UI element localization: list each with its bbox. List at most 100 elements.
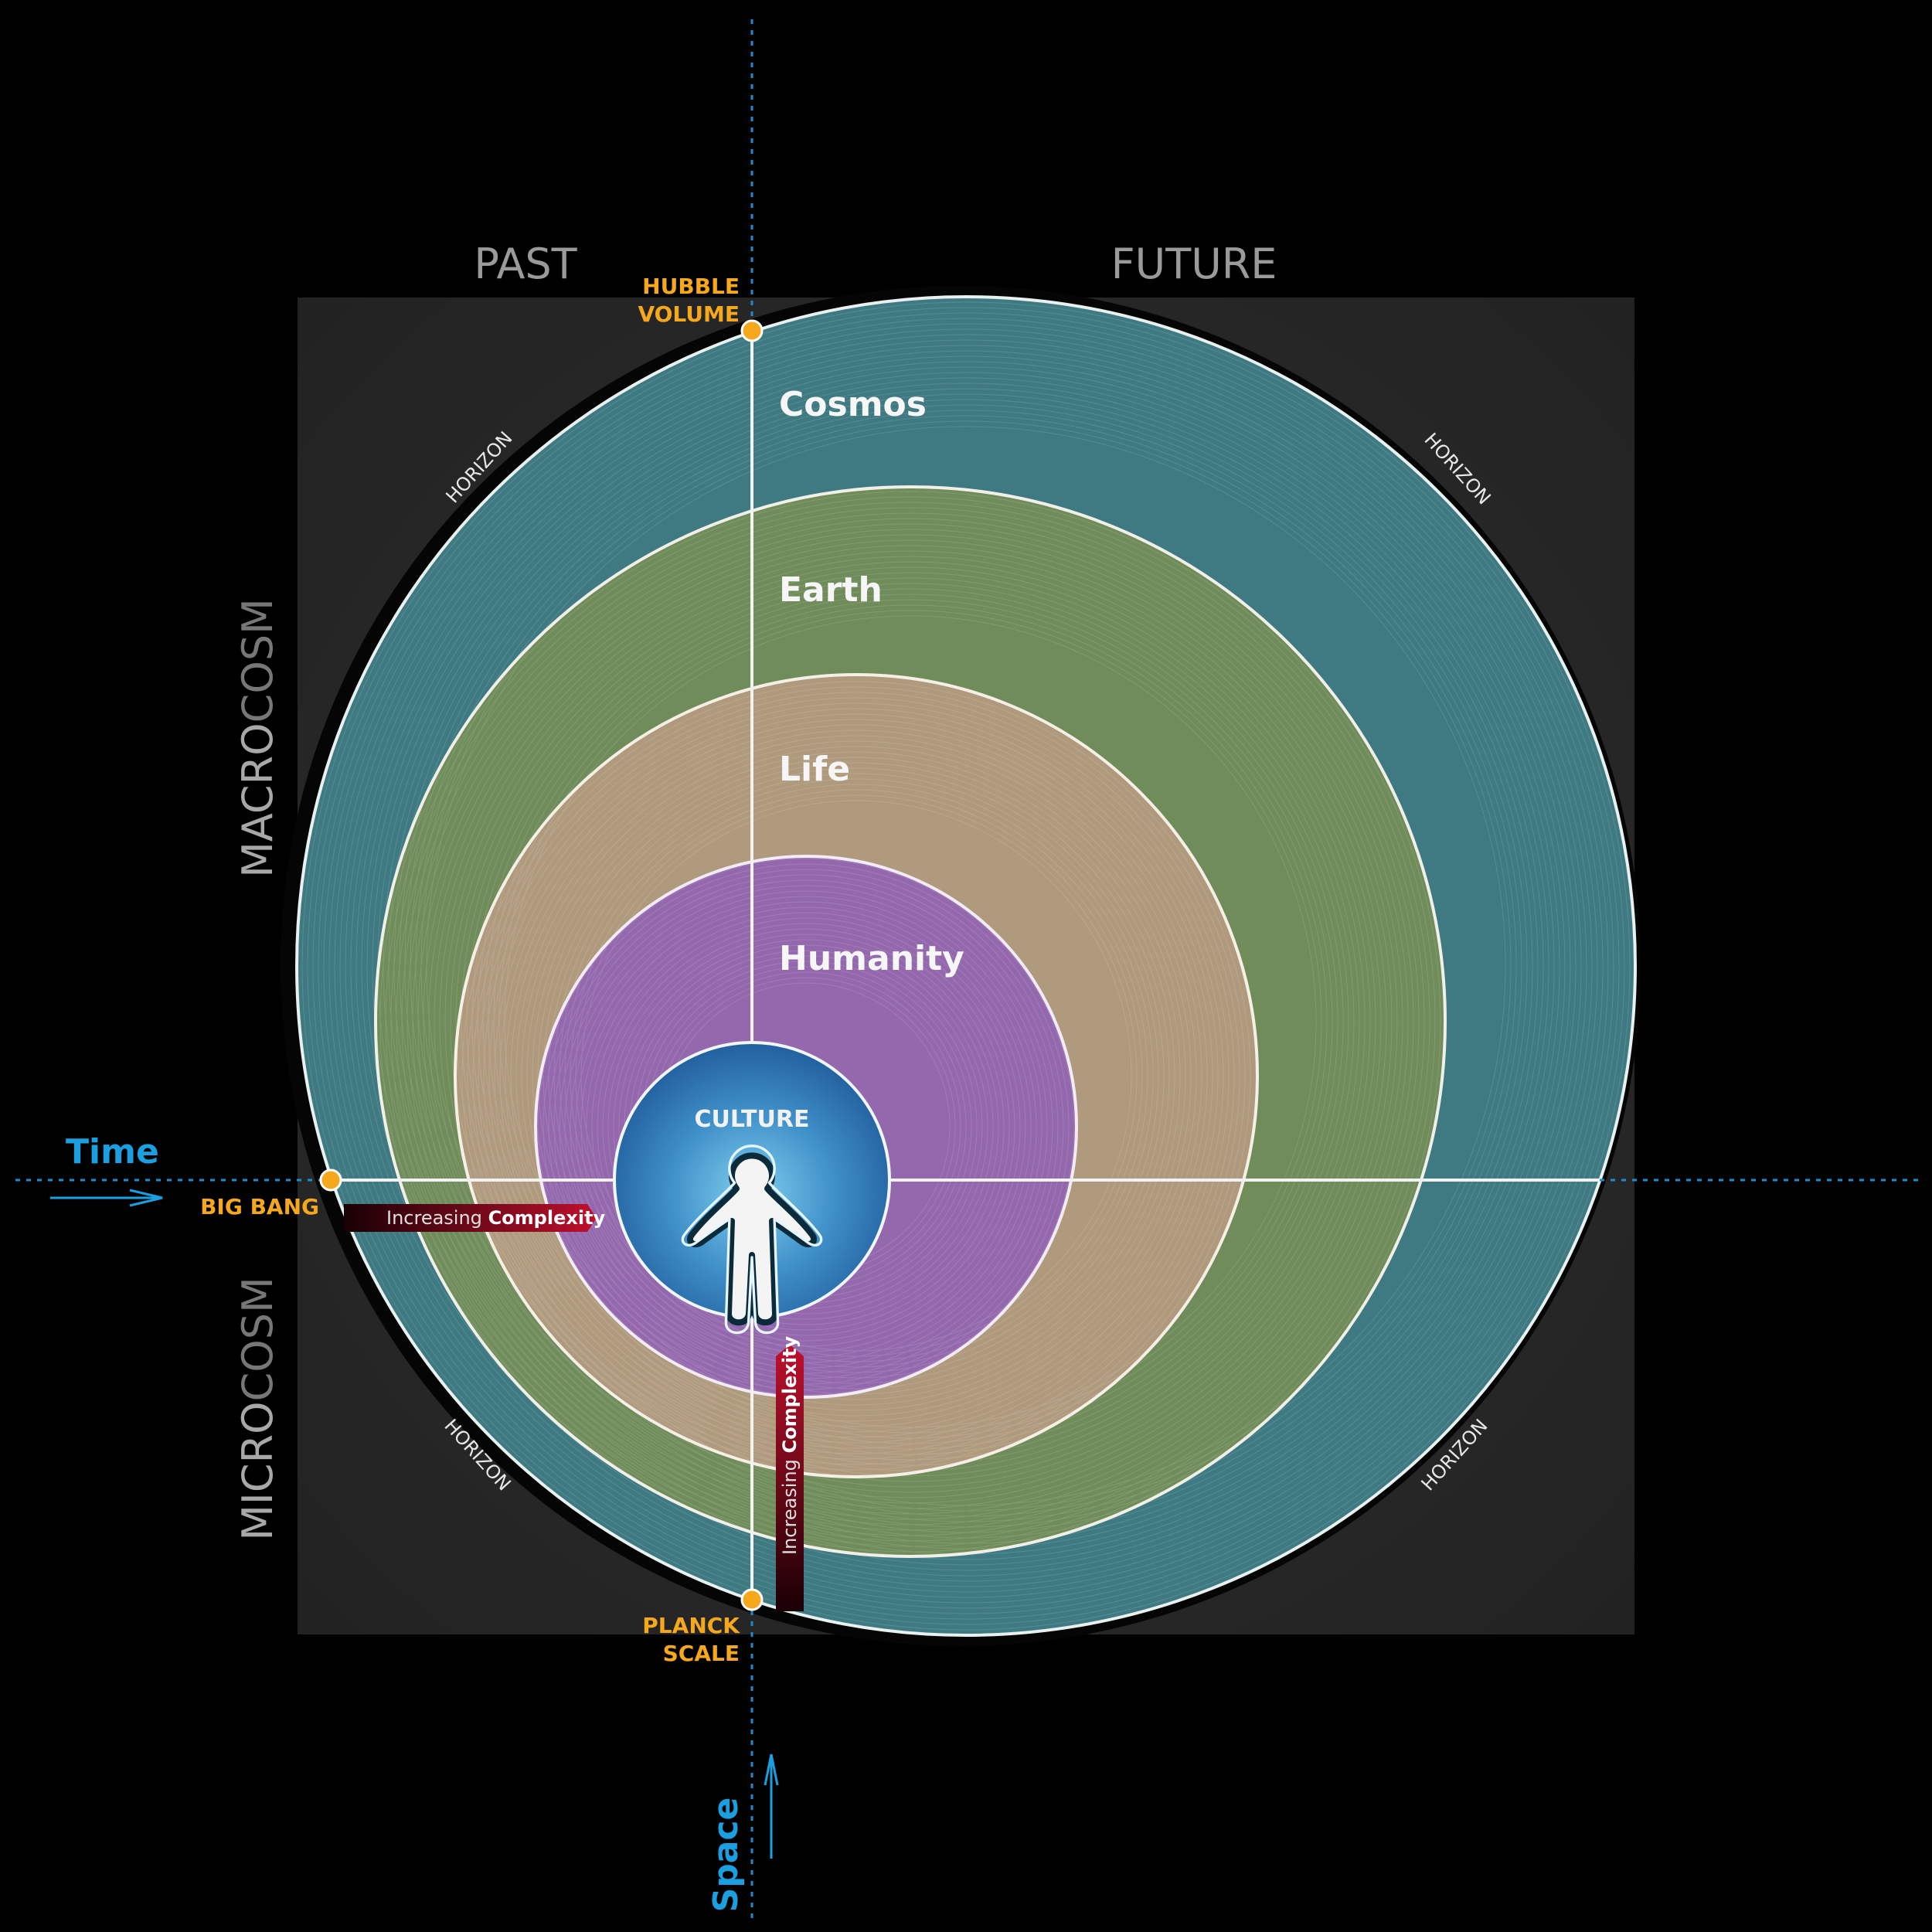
texture-line: [428, 539, 1393, 1504]
texture-line: [412, 523, 1409, 1520]
label-cosmos: Cosmos: [779, 385, 927, 424]
texture-line: [575, 794, 1138, 1357]
texture-line: [383, 383, 1549, 1549]
label-hubble-volume-line1: HUBBLE: [642, 274, 740, 299]
label-macrocosm: MACROCOSM: [233, 598, 282, 877]
texture-line: [559, 879, 1053, 1374]
texture-line: [537, 858, 1075, 1396]
texture-line: [471, 583, 1349, 1461]
texture-line: [505, 724, 1208, 1427]
complexity-arrow-vertical: Increasing Complexity: [776, 1335, 804, 1611]
label-humanity: Humanity: [779, 939, 964, 978]
texture-line: [482, 594, 1338, 1450]
texture-line: [390, 502, 1430, 1542]
texture-line: [526, 746, 1186, 1406]
texture-line: [570, 789, 1143, 1362]
texture-line: [410, 410, 1522, 1522]
texture-line: [493, 604, 1328, 1439]
label-macrocosm-light: COSM: [233, 598, 282, 723]
label-planck-scale-line2: SCALE: [663, 1641, 740, 1666]
texture-line: [393, 393, 1539, 1539]
texture-line: [350, 350, 1582, 1582]
texture-line: [318, 318, 1614, 1614]
texture-line: [618, 939, 994, 1315]
texture-line: [488, 599, 1333, 1444]
texture-line: [521, 740, 1192, 1411]
texture-line: [504, 615, 1317, 1428]
complexity-horizontal-light: Increasing: [386, 1207, 482, 1229]
label-big-bang: BIG BANG: [200, 1194, 319, 1219]
texture-line: [334, 334, 1598, 1598]
texture-line: [399, 399, 1533, 1533]
planck-scale-point: [740, 1588, 764, 1611]
texture-line: [345, 345, 1587, 1587]
texture-line: [361, 361, 1571, 1571]
texture-line: [488, 708, 1224, 1444]
texture-line: [548, 767, 1165, 1384]
texture-line: [477, 588, 1344, 1455]
texture-line: [498, 610, 1322, 1434]
texture-line: [307, 307, 1625, 1625]
label-planck-scale-line1: PLANCK: [642, 1613, 740, 1638]
texture-line: [543, 863, 1070, 1390]
texture-line: [339, 339, 1593, 1593]
texture-line: [406, 518, 1414, 1526]
label-earth: Earth: [779, 570, 883, 610]
texture-line: [494, 713, 1219, 1438]
texture-line: [355, 355, 1577, 1577]
texture-line: [404, 404, 1528, 1528]
texture-line: [385, 496, 1436, 1547]
label-microcosm: MICROCOSM: [233, 1277, 282, 1540]
texture-line: [467, 686, 1246, 1465]
texture-line: [543, 762, 1170, 1389]
label-culture: CULTURE: [695, 1106, 810, 1133]
texture-line: [377, 377, 1555, 1555]
texture-line: [537, 757, 1175, 1395]
texture-line: [366, 366, 1566, 1566]
texture-line: [553, 773, 1159, 1379]
complexity-vertical-light: Increasing: [779, 1459, 801, 1555]
svg-text:Increasing Complexity: Increasing Complexity: [386, 1207, 606, 1229]
complexity-horizontal-bold: Complexity: [488, 1207, 606, 1229]
texture-line: [570, 890, 1043, 1363]
texture-line: [379, 491, 1441, 1553]
hubble-volume-point: [740, 319, 764, 342]
time-arrow-icon: [50, 1189, 163, 1207]
texture-line: [401, 512, 1420, 1531]
label-life: Life: [779, 750, 850, 789]
texture-line: [461, 681, 1251, 1471]
texture-line: [434, 545, 1387, 1498]
texture-line: [450, 561, 1371, 1482]
texture-line: [301, 301, 1631, 1631]
texture-line: [515, 735, 1197, 1417]
texture-line: [328, 328, 1604, 1604]
complexity-vertical-bold: Complexity: [779, 1335, 801, 1453]
big-bang-point: [319, 1168, 342, 1192]
texture-line: [575, 896, 1037, 1358]
texture-line: [483, 702, 1230, 1449]
label-time: Time: [66, 1132, 159, 1172]
person-icon: [681, 1145, 823, 1335]
texture-line: [472, 692, 1240, 1460]
label-future: FUTURE: [1111, 240, 1277, 288]
texture-line: [444, 556, 1376, 1488]
svg-text:Increasing Complexity: Increasing Complexity: [779, 1335, 801, 1555]
texture-line: [455, 566, 1366, 1477]
texture-line: [586, 906, 1026, 1347]
texture-line: [564, 784, 1148, 1368]
label-hubble-volume-line2: VOLUME: [638, 301, 740, 327]
texture-line: [461, 572, 1360, 1471]
texture-line: [426, 426, 1506, 1506]
texture-line: [597, 917, 1015, 1336]
texture-line: [564, 885, 1048, 1369]
texture-line: [388, 388, 1544, 1544]
label-past: PAST: [474, 240, 577, 288]
label-microcosm-bold: MICRO: [233, 1401, 282, 1540]
texture-line: [417, 529, 1403, 1515]
texture-line: [499, 719, 1213, 1433]
label-macrocosm-bold: MACRO: [233, 723, 282, 877]
texture-line: [466, 577, 1355, 1466]
texture-line: [415, 415, 1517, 1517]
texture-line: [532, 751, 1181, 1400]
